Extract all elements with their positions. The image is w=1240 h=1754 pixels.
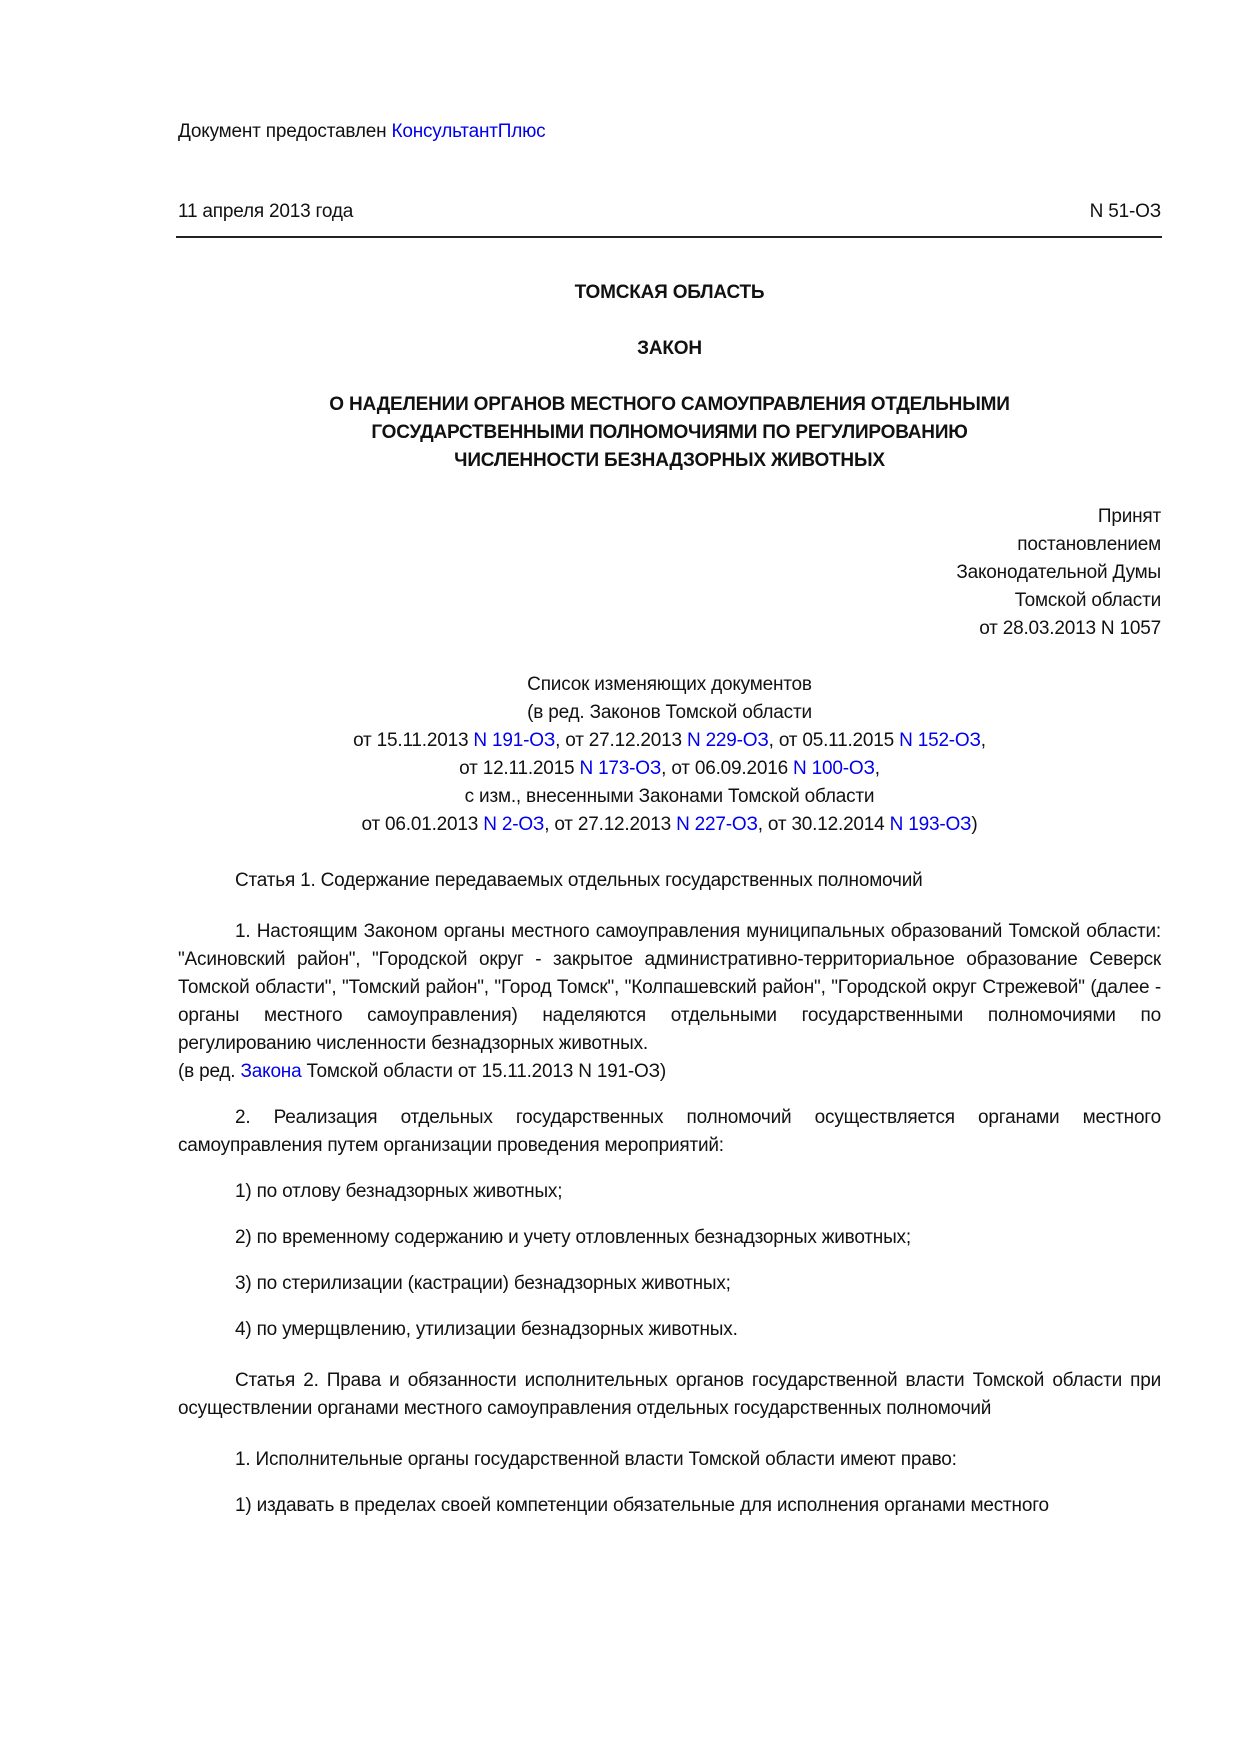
law-title: О НАДЕЛЕНИИ ОРГАНОВ МЕСТНОГО САМОУПРАВЛЕ… xyxy=(178,391,1161,475)
amendment-text: от 12.11.2015 xyxy=(459,758,580,779)
amendment-text: , xyxy=(980,730,986,751)
article-2-title: Статья 2. Права и обязанности исполнител… xyxy=(178,1370,1161,1419)
amendment-link[interactable]: N 193-ОЗ xyxy=(889,814,972,835)
amendment-link[interactable]: N 227-ОЗ xyxy=(676,814,758,835)
provider-line: Документ предоставлен КонсультантПлюс xyxy=(178,118,546,146)
amendment-link[interactable]: N 229-ОЗ xyxy=(686,730,769,751)
region-heading: ТОМСКАЯ ОБЛАСТЬ xyxy=(574,282,765,303)
changes-line: от 06.01.2013 N 2-ОЗ, от 27.12.2013 N 22… xyxy=(178,811,1161,839)
amendment-text: от 15.11.2013 xyxy=(353,730,474,751)
adopted-line: Законодательной Думы xyxy=(956,562,1161,583)
changes-line: (в ред. Законов Томской области xyxy=(527,702,812,723)
article-1-paragraph-2: 2. Реализация отдельных государственных … xyxy=(178,1107,1161,1156)
list-item: 3) по стерилизации (кастрации) безнадзор… xyxy=(235,1273,731,1294)
revision-link[interactable]: Закона xyxy=(240,1061,302,1082)
amendment-text: , от 05.11.2015 xyxy=(768,730,900,751)
adopted-line: Принят xyxy=(1097,506,1161,527)
header-divider xyxy=(176,236,1162,238)
adopted-line: Томской области xyxy=(1014,590,1162,611)
title-line: О НАДЕЛЕНИИ ОРГАНОВ МЕСТНОГО САМОУПРАВЛЕ… xyxy=(329,394,1010,415)
changes-line: от 15.11.2013 N 191-ОЗ, от 27.12.2013 N … xyxy=(178,727,1161,755)
title-line: ЧИСЛЕННОСТИ БЕЗНАДЗОРНЫХ ЖИВОТНЫХ xyxy=(454,450,885,471)
adopted-line: от 28.03.2013 N 1057 xyxy=(979,618,1161,639)
adopted-line: постановлением xyxy=(1017,534,1161,555)
amendment-link[interactable]: N 173-ОЗ xyxy=(579,758,662,779)
changes-title: Список изменяющих документов xyxy=(527,674,812,695)
provider-prefix: Документ предоставлен xyxy=(178,121,387,142)
amendment-text: ) xyxy=(971,814,978,835)
amendment-text: , от 27.12.2013 xyxy=(555,730,687,751)
changes-list: Список изменяющих документов (в ред. Зак… xyxy=(178,671,1161,839)
amendment-text: , от 06.09.2016 xyxy=(661,758,794,779)
changes-line: от 12.11.2015 N 173-ОЗ, от 06.09.2016 N … xyxy=(178,755,1161,783)
article-2-paragraph-1: 1. Исполнительные органы государственной… xyxy=(235,1449,957,1470)
amendment-text: , от 30.12.2014 xyxy=(757,814,890,835)
revision-note: (в ред. Закона Томской области от 15.11.… xyxy=(178,1058,1161,1086)
amendment-text: от 06.01.2013 xyxy=(361,814,484,835)
list-item: 4) по умерщвлению, утилизации безнадзорн… xyxy=(235,1319,738,1340)
amendment-link[interactable]: N 191-ОЗ xyxy=(473,730,556,751)
revision-prefix: (в ред. xyxy=(178,1061,241,1082)
adoption-block: Принят постановлением Законодательной Ду… xyxy=(178,503,1161,643)
list-item: 1) по отлову безнадзорных животных; xyxy=(235,1181,563,1202)
list-item: 2) по временному содержанию и учету отло… xyxy=(235,1227,911,1248)
changes-line: с изм., внесенными Законами Томской обла… xyxy=(464,786,875,807)
amendment-link[interactable]: N 152-ОЗ xyxy=(899,730,981,751)
revision-suffix: Томской области от 15.11.2013 N 191-ОЗ) xyxy=(301,1061,667,1082)
title-line: ГОСУДАРСТВЕННЫМИ ПОЛНОМОЧИЯМИ ПО РЕГУЛИР… xyxy=(371,422,968,443)
amendment-text: , от 27.12.2013 xyxy=(544,814,677,835)
consultant-link[interactable]: КонсультантПлюс xyxy=(391,121,546,142)
amendment-link[interactable]: N 2-ОЗ xyxy=(483,814,545,835)
article-1-title: Статья 1. Содержание передаваемых отдель… xyxy=(235,870,923,891)
doc-type-heading: ЗАКОН xyxy=(637,338,702,359)
amendment-text: , xyxy=(874,758,880,779)
law-number: N 51-ОЗ xyxy=(1089,201,1162,222)
amendment-link[interactable]: N 100-ОЗ xyxy=(793,758,875,779)
article-2-item-1: 1) издавать в пределах своей компетенции… xyxy=(235,1495,1049,1516)
law-date: 11 апреля 2013 года xyxy=(178,201,354,222)
article-1-paragraph-1: 1. Настоящим Законом органы местного сам… xyxy=(178,921,1161,1054)
